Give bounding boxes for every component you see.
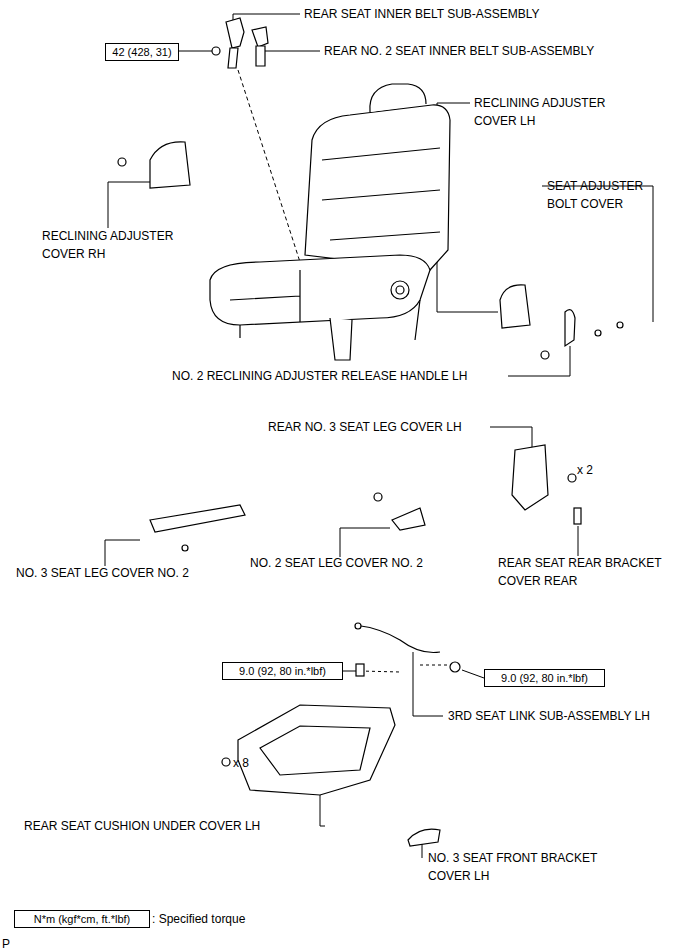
part-label: RECLINING ADJUSTER COVER RH	[42, 227, 192, 263]
torque-box: 42 (428, 31)	[105, 43, 179, 61]
torque-box: 9.0 (92, 80 in.*lbf)	[222, 662, 343, 680]
torque-value: 9.0 (92, 80 in.*lbf)	[235, 665, 330, 677]
page-marker: P	[2, 935, 10, 952]
leader-lines	[105, 14, 653, 858]
part-label: REAR NO. 3 SEAT LEG COVER LH	[268, 418, 462, 436]
inner-belts	[212, 18, 268, 68]
part-label: REAR SEAT INNER BELT SUB-ASSEMBLY	[304, 5, 540, 23]
small-covers	[118, 142, 623, 359]
leg-covers	[150, 445, 581, 551]
part-label: REAR SEAT REAR BRACKET COVER REAR	[498, 554, 683, 590]
torque-box: N*m (kgf*cm, ft.*lbf)	[14, 910, 150, 928]
under-cover	[222, 705, 395, 795]
part-label: NO. 3 SEAT LEG COVER NO. 2	[16, 564, 189, 582]
part-label: NO. 3 SEAT FRONT BRACKET COVER LH	[428, 849, 628, 885]
seat-assembly	[210, 84, 450, 360]
part-label: NO. 2 RECLINING ADJUSTER RELEASE HANDLE …	[172, 367, 467, 385]
part-label: NO. 2 SEAT LEG COVER NO. 2	[250, 554, 423, 572]
part-label: 3RD SEAT LINK SUB-ASSEMBLY LH	[448, 707, 653, 725]
part-label: RECLINING ADJUSTER COVER LH	[474, 94, 619, 130]
quantity-label: x 2	[577, 461, 593, 479]
front-bracket-cover	[408, 829, 440, 846]
part-label: REAR SEAT CUSHION UNDER COVER LH	[24, 817, 260, 835]
seat-link	[355, 623, 460, 676]
torque-box: 9.0 (92, 80 in.*lbf)	[484, 669, 605, 687]
part-label: SEAT ADJUSTER BOLT COVER	[547, 177, 659, 213]
legend-text: : Specified torque	[152, 910, 245, 928]
torque-value: N*m (kgf*cm, ft.*lbf)	[30, 913, 135, 925]
torque-value: 9.0 (92, 80 in.*lbf)	[497, 672, 592, 684]
quantity-label: x 8	[233, 754, 249, 772]
torque-value: 42 (428, 31)	[108, 46, 175, 58]
part-label: REAR NO. 2 SEAT INNER BELT SUB-ASSEMBLY	[324, 42, 594, 60]
